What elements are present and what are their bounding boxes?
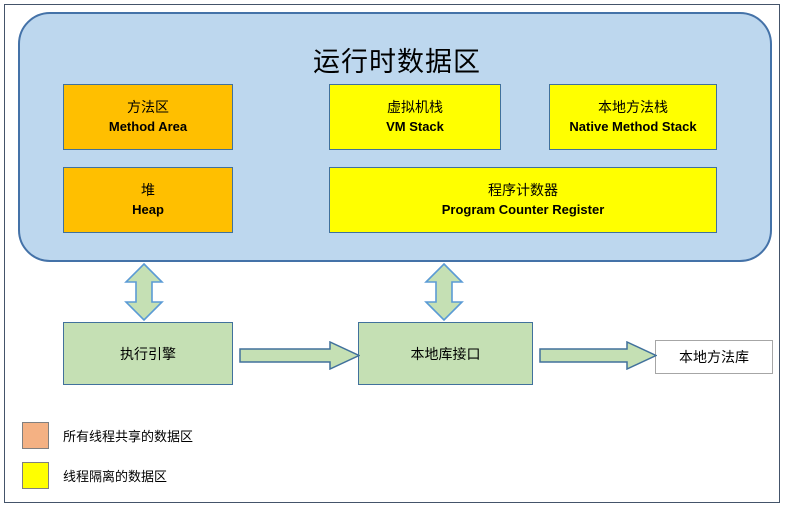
process-box-execution-engine: 执行引擎 [63,322,233,385]
process-box-native-interface-label: 本地库接口 [410,346,481,363]
memory-box-heap-cn-label: 堆 [141,182,155,199]
memory-box-method-area-cn-label: 方法区 [127,99,169,116]
legend-label-shared-data-area: 所有线程共享的数据区 [63,430,194,445]
legend-swatch-thread-private-data-area [22,462,49,489]
memory-box-program-counter-register-en-label: Program Counter Register [441,201,605,217]
memory-box-heap: 堆 Heap [63,167,233,233]
legend-item-thread-private-data-area: 线程隔离的数据区 [22,462,167,489]
legend-swatch-shared-data-area [22,422,49,449]
page-border [4,4,780,503]
memory-box-method-area: 方法区 Method Area [63,84,233,150]
arrow-engine-to-native-interface [239,341,360,370]
memory-box-native-method-stack: 本地方法栈 Native Method Stack [549,84,717,150]
process-box-execution-engine-label: 执行引擎 [120,346,176,363]
memory-box-heap-en-label: Heap [132,201,164,217]
legend-item-shared-data-area: 所有线程共享的数据区 [22,422,193,449]
memory-box-program-counter-register-cn-label: 程序计数器 [488,182,558,199]
memory-box-vm-stack: 虚拟机栈 VM Stack [329,84,501,150]
process-box-native-interface: 本地库接口 [358,322,533,385]
legend-label-thread-private-data-area: 线程隔离的数据区 [63,470,168,485]
bidirectional-arrow-engine-to-runtime [124,263,164,321]
memory-box-program-counter-register: 程序计数器 Program Counter Register [329,167,717,233]
library-box-native-method-library-label: 本地方法库 [679,350,749,366]
memory-box-native-method-stack-cn-label: 本地方法栈 [598,99,668,116]
arrow-native-interface-to-native-library [539,341,657,370]
runtime-data-area-title: 运行时数据区 [313,47,481,78]
library-box-native-method-library: 本地方法库 [655,340,773,374]
memory-box-vm-stack-en-label: VM Stack [386,118,444,134]
memory-box-vm-stack-cn-label: 虚拟机栈 [387,99,443,116]
bidirectional-arrow-native-interface-to-runtime [424,263,464,321]
memory-box-native-method-stack-en-label: Native Method Stack [569,118,697,134]
memory-box-method-area-en-label: Method Area [108,118,188,134]
